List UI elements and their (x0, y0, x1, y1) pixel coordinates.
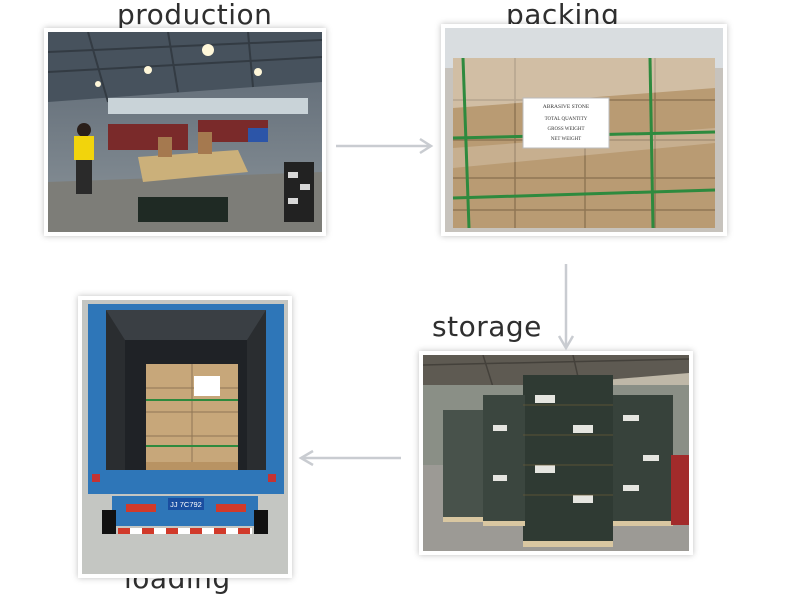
arrow-packing-to-storage-icon (557, 264, 575, 351)
arrow-storage-to-loading-icon (298, 449, 401, 467)
packing-photo: ABRASIVE STONE TOTAL QUANTITY GROSS WEIG… (441, 24, 727, 236)
packing-paper-line-2: TOTAL QUANTITY (545, 117, 588, 122)
loading-photo: JJ 7C792 (78, 296, 292, 578)
storage-label: storage (432, 310, 542, 343)
production-label: production (117, 0, 273, 31)
packing-paper-line-1: ABRASIVE STONE (543, 104, 590, 110)
arrow-production-to-packing-icon (336, 137, 434, 155)
production-photo (44, 28, 326, 236)
license-plate-text: JJ 7C792 (170, 500, 202, 509)
packing-paper-line-4: NET WEIGHT (551, 137, 582, 142)
packing-paper-line-3: GROSS WEIGHT (548, 127, 585, 132)
storage-photo (419, 351, 693, 555)
